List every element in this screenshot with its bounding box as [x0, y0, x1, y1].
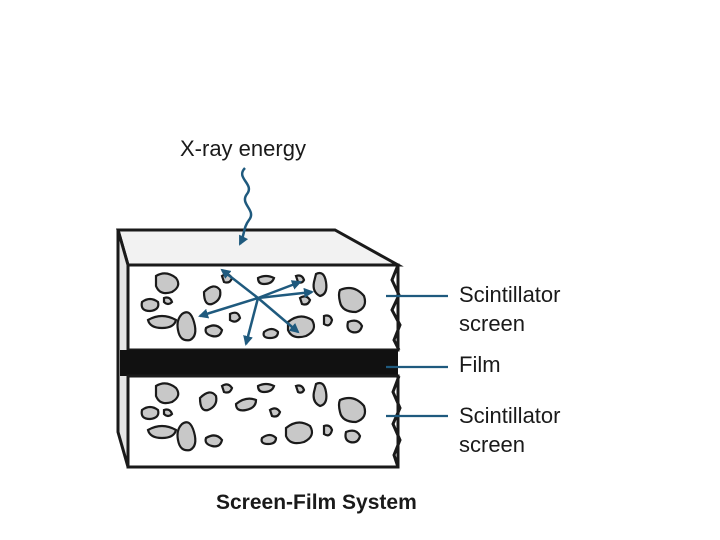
top-screen-label-line1: Scintillator [459, 282, 561, 307]
film-layer [120, 350, 398, 376]
stack-top-face [116, 228, 404, 267]
xray-energy-label: X-ray energy [180, 136, 306, 161]
xray-wave-arrow [238, 167, 253, 246]
top-screen-label-line2: screen [459, 311, 526, 336]
bottom-screen-label-line2: screen [459, 432, 526, 457]
break-edge-top [390, 264, 402, 351]
phosphor-grains-bottom [140, 381, 367, 452]
bottom-screen-label-line1: Scintillator [459, 403, 561, 428]
break-edge-bottom [391, 375, 402, 468]
label-leaders [386, 294, 448, 418]
diagram-caption: Screen-Film System [216, 491, 417, 514]
light-emission-arrows [198, 268, 314, 346]
phosphor-grains-top [140, 271, 367, 342]
film-label: Film [459, 352, 501, 377]
